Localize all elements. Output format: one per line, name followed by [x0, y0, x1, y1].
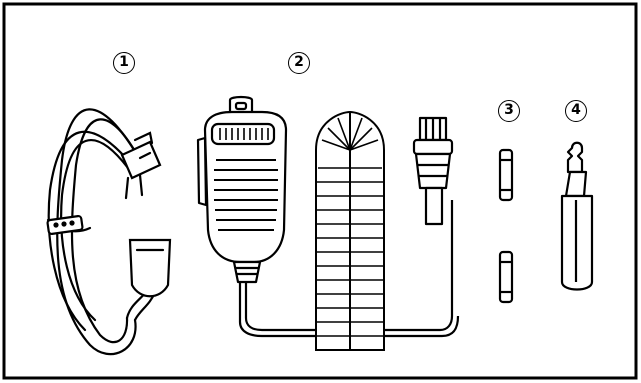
item-number-2: 2	[288, 52, 310, 74]
item-number-1: 1	[113, 52, 135, 74]
item-number-4: 4	[565, 100, 587, 122]
mic-connector	[414, 118, 452, 224]
item-number-3: 3	[498, 100, 520, 122]
phone-plug	[562, 143, 592, 290]
power-cord	[47, 109, 170, 354]
fuses	[500, 150, 512, 302]
coiled-cord	[316, 112, 384, 350]
